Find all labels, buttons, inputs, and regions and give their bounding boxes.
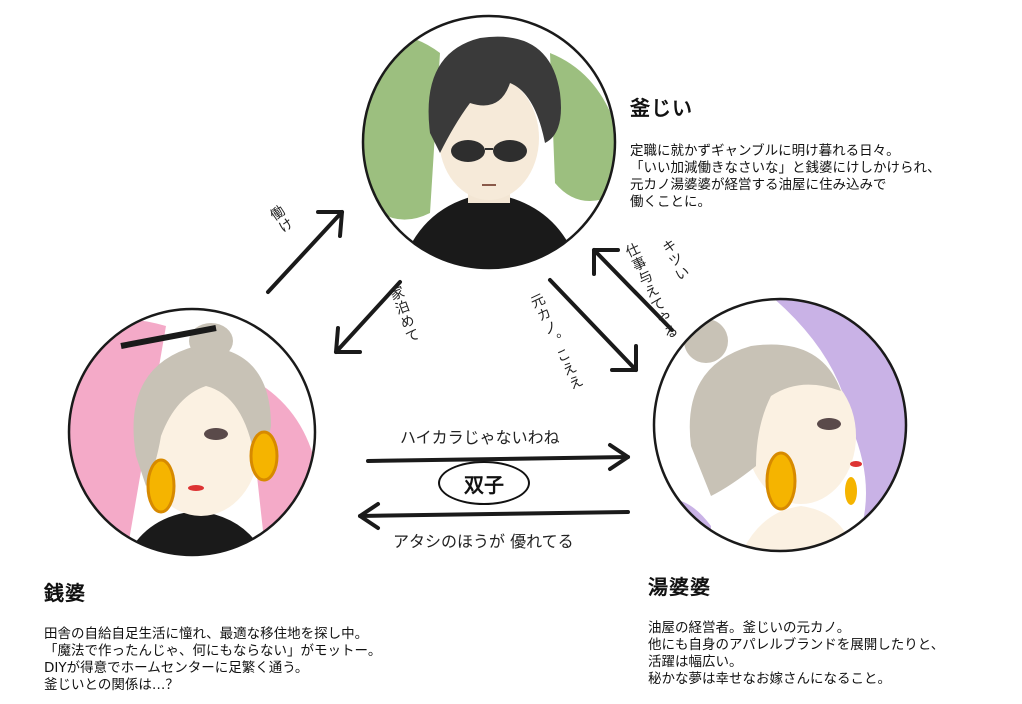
zeniba-desc-line: DIYが得意でホームセンターに足繁く通う。 — [44, 660, 309, 676]
arrow-zeniba-to-kamajii — [266, 210, 344, 294]
zeniba-bg-shape — [69, 319, 166, 555]
twins-label: 双子 — [464, 472, 504, 497]
yubaba-desc-line: 秘かな夢は幸せなお嫁さんになること。 — [648, 671, 891, 687]
yubaba-bg-shape — [771, 299, 906, 551]
zeniba-portrait — [66, 306, 318, 558]
yubaba-desc-line: 油屋の経営者。釜じいの元カノ。 — [648, 620, 851, 636]
kamajii-portrait — [360, 13, 618, 271]
yubaba-info: 湯婆婆 油屋の経営者。釜じいの元カノ。 他にも自身のアパレルブランドを展開したり… — [648, 571, 1018, 688]
kamajii-desc-line: 定職に就かずギャンブルに明け暮れる日々。 — [630, 143, 900, 159]
zeniba-illustration — [67, 307, 317, 557]
arrow-kamajii-to-zeniba — [334, 280, 402, 354]
label-haikara: ハイカラじゃないわね — [400, 428, 560, 447]
yubaba-portrait — [651, 296, 909, 554]
zeniba-name: 銭婆 — [44, 581, 86, 605]
zeniba-desc-line: 田舎の自給自足生活に憧れ、最適な移住地を探し中。 — [44, 626, 369, 642]
zeniba-desc: 田舎の自給自足生活に憧れ、最適な移住地を探し中。 「魔法で作ったんじゃ、何にもな… — [44, 626, 484, 694]
arrow-zeniba-to-yubaba — [366, 443, 630, 471]
kamajii-desc-line: 働くことに。 — [630, 194, 711, 210]
zeniba-desc-line: 釜じいとの関係は…？ — [44, 677, 179, 693]
kamajii-illustration — [361, 14, 617, 270]
yubaba-desc-line: 他にも自身のアパレルブランドを展開したりと、 — [648, 637, 945, 653]
kamajii-desc-line: 元カノ湯婆婆が経営する油屋に住み込みで — [630, 177, 887, 193]
label-atashi-no-hou-ga: アタシのほうが 優れてる — [393, 532, 574, 551]
arrow-yubaba-to-kamajii — [592, 248, 674, 332]
arrow-kamajii-to-yubaba — [548, 278, 638, 372]
twins-badge: 双子 — [438, 461, 530, 505]
kamajii-info: 釜じい 定職に就かずギャンブルに明け暮れる日々。 「いい加減働きなさいな」と銭婆… — [630, 92, 1010, 211]
kamajii-desc-line: 「いい加減働きなさいな」と銭婆にけしかけられ、 — [630, 160, 941, 176]
kamajii-desc: 定職に就かずギャンブルに明け暮れる日々。 「いい加減働きなさいな」と銭婆にけしか… — [630, 143, 1010, 211]
yubaba-desc-line: 活躍は幅広い。 — [648, 654, 743, 670]
yubaba-name: 湯婆婆 — [648, 575, 711, 599]
zeniba-info: 銭婆 田舎の自給自足生活に憧れ、最適な移住地を探し中。 「魔法で作ったんじゃ、何… — [44, 577, 484, 694]
kamajii-name: 釜じい — [630, 96, 693, 120]
yubaba-illustration — [652, 297, 908, 553]
zeniba-desc-line: 「魔法で作ったんじゃ、何にもならない」がモットー。 — [44, 643, 382, 659]
yubaba-desc: 油屋の経営者。釜じいの元カノ。 他にも自身のアパレルブランドを展開したりと、 活… — [648, 620, 1018, 688]
arrow-yubaba-to-zeniba — [358, 502, 630, 530]
